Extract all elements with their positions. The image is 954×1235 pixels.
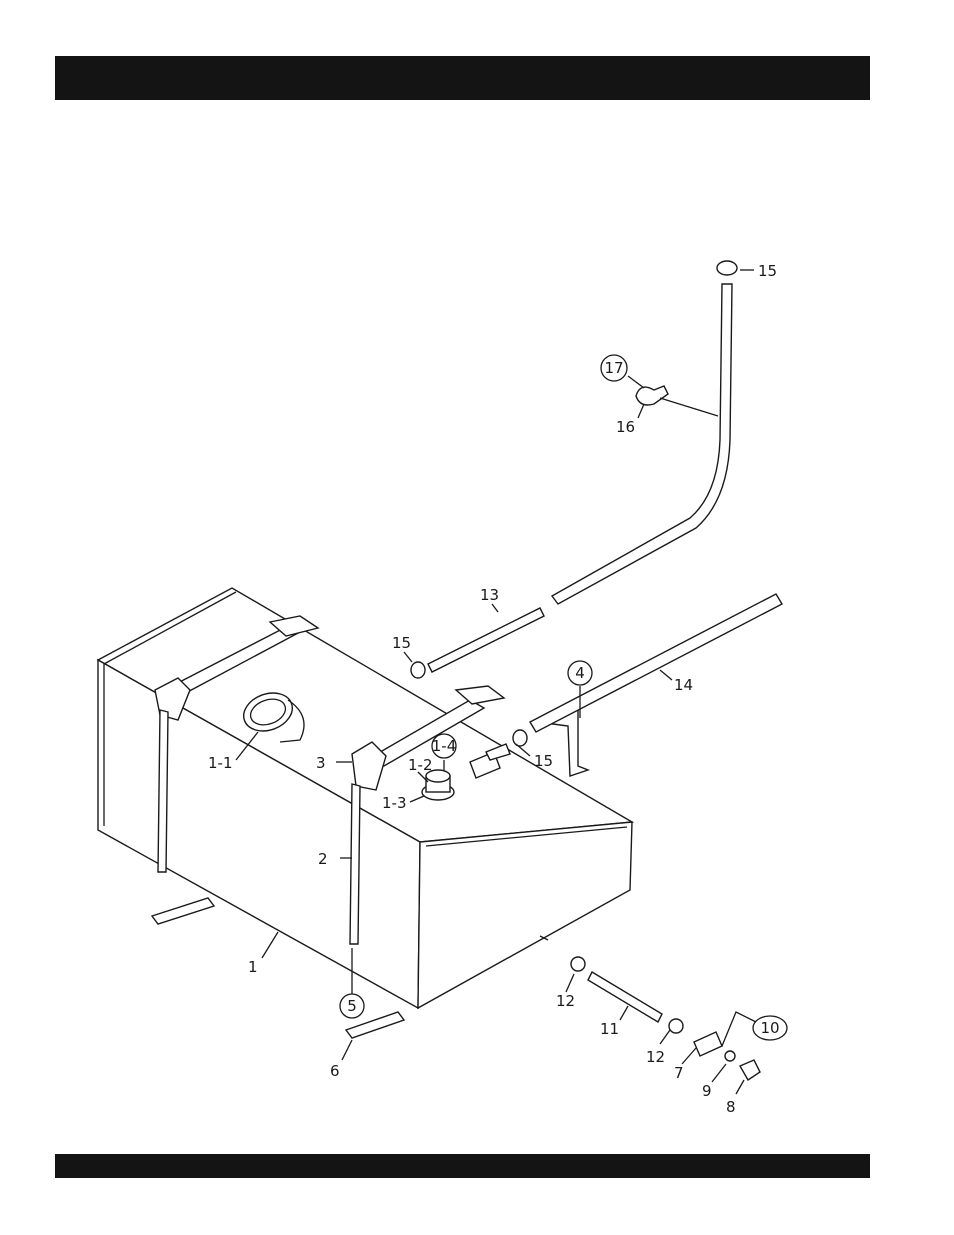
callout-1: 1 [248, 958, 258, 976]
callout-14: 14 [674, 676, 693, 694]
drain-clamp-lower [669, 1019, 683, 1033]
hose-clip [636, 386, 668, 405]
callout-12-upper: 12 [556, 992, 575, 1010]
callout-16: 16 [616, 418, 635, 436]
washer [725, 1051, 735, 1061]
callout-3: 3 [316, 754, 326, 772]
drain-clamp-upper [571, 957, 585, 971]
vent-hose-long [552, 284, 732, 604]
tank-pad-right [346, 1012, 404, 1038]
hose-clamp-14 [513, 730, 527, 746]
callout-4: 4 [575, 664, 585, 682]
callout-1-2: 1-2 [408, 756, 433, 774]
callout-13: 13 [480, 586, 499, 604]
callout-7: 7 [674, 1064, 684, 1082]
callout-6: 6 [330, 1062, 340, 1080]
callout-2: 2 [318, 850, 328, 868]
callout-15-vent: 15 [392, 634, 411, 652]
callout-15-fitting: 15 [534, 752, 553, 770]
hose-clamp-top [717, 261, 737, 275]
callout-8: 8 [726, 1098, 736, 1116]
callout-1-1: 1-1 [208, 754, 233, 772]
callout-11: 11 [600, 1020, 619, 1038]
callout-17: 17 [604, 359, 623, 377]
callout-9: 9 [702, 1082, 712, 1100]
drain-cock [694, 1032, 722, 1056]
drain-hose [588, 972, 662, 1022]
drain-plug [740, 1060, 760, 1080]
callout-1-4: 1-4 [432, 737, 457, 755]
hose-14 [530, 594, 782, 732]
callout-15-top: 15 [758, 262, 777, 280]
fuel-tank [98, 588, 632, 1008]
callout-12-lower: 12 [646, 1048, 665, 1066]
callout-1-3: 1-3 [382, 794, 407, 812]
callout-5: 5 [347, 997, 357, 1015]
fuel-sender-unit [422, 770, 454, 800]
tank-pad-left [152, 898, 214, 924]
callout-10: 10 [760, 1019, 779, 1037]
hose-clamp [411, 662, 425, 678]
hose-13 [428, 608, 544, 672]
